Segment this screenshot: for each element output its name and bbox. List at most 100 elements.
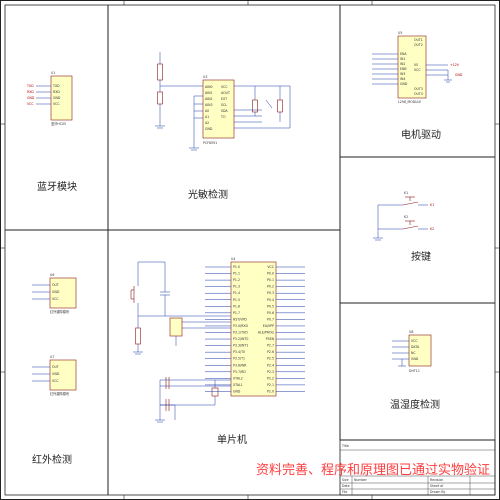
- bt-module-label: 蓝牙HC05: [51, 121, 66, 126]
- mcu-right-pin: P2.5: [267, 357, 274, 361]
- motor-driver-title: 电机驱动: [401, 128, 441, 141]
- motor-pin-l3: IN2: [400, 62, 405, 66]
- tb-number: Number: [354, 478, 367, 482]
- mcu-left-pin: P3.6/WR: [233, 363, 247, 367]
- motor-pin-l1: ENA: [400, 52, 407, 56]
- mcu-block: U4 P1.0P1.1P1.2P1.3P1.4P1.5P1.6P1.7RST/V…: [130, 257, 305, 446]
- mcu-right-pin: P2.6: [267, 350, 274, 354]
- mcu-right-pin: VCC: [267, 265, 274, 269]
- mcu-left-pin: GND: [233, 389, 241, 393]
- bt-pin-3: GND: [53, 96, 61, 100]
- motor-ic-label: L298_MODULE: [398, 100, 421, 104]
- mcu-right-pin: P0.4: [267, 298, 274, 302]
- bt-pin-2: RXD: [53, 90, 60, 94]
- light-ic-body: [202, 79, 235, 139]
- mcu-left-pin: P1.4: [233, 291, 240, 295]
- ir1-body: [49, 277, 77, 309]
- ir2-label: 红外避障模块: [50, 391, 70, 396]
- photo-resistor: [157, 91, 163, 105]
- bt-module-ref: U1: [51, 71, 55, 75]
- bt-net-1: TXD: [26, 84, 34, 88]
- mcu-right-pin: ALE/PROG: [258, 331, 275, 335]
- mcu-right-pin: P2.7: [267, 344, 274, 348]
- tb-drawn: Drawn By: [430, 490, 446, 494]
- tb-size: Size: [342, 478, 349, 482]
- light-pin-r1: VCC: [221, 85, 228, 89]
- mcu-right-pin: P0.1: [267, 278, 274, 282]
- mcu-body: [230, 261, 277, 397]
- mcu-right-pin: PSEN: [266, 337, 275, 341]
- motor-ic-body: [397, 35, 427, 99]
- reset-resistor: [135, 327, 141, 345]
- title-block: Title Size Number Revision Date Sheet of…: [339, 439, 496, 496]
- light-pin-l3: AIN2: [205, 97, 213, 101]
- keys-block: K1 K2 K1 K2 按键: [373, 191, 434, 263]
- light-pin-r6: TO: [220, 115, 226, 119]
- light-sensor-title: 光敏检测: [188, 188, 228, 201]
- temp-humidity-block: U8 VCC DATA NC GND DHT11 温湿度检测: [390, 330, 440, 411]
- mcu-left-pin: P1.5: [233, 298, 240, 302]
- mcu-left-pin: P3.2/INT0: [233, 337, 248, 341]
- mcu-left-pin: P3.5/T1: [233, 357, 245, 361]
- light-pin-r4: SCL: [221, 103, 227, 107]
- light-pin-r3: EXT: [221, 97, 227, 101]
- bt-net-3: GND: [27, 96, 35, 100]
- light-pin-l6: A1: [205, 115, 209, 119]
- motor-pin-r3: VS: [414, 63, 418, 67]
- key2-net: K2: [430, 227, 434, 231]
- mcu-right-pin: P2.0: [267, 389, 274, 393]
- mcu-left-pin: XTAL2: [233, 376, 243, 380]
- ir2-pin-1: OUT: [52, 365, 59, 369]
- ir1-ref: U6: [50, 273, 54, 277]
- mcu-right-pin: EA/VPP: [263, 324, 274, 328]
- key1-net: K1: [430, 203, 434, 207]
- ir1-label: 红外避障模块: [50, 309, 70, 314]
- mcu-left-pin: P1.7: [233, 311, 240, 315]
- motor-pin-l6: IN4: [400, 77, 405, 81]
- infrared-block: U6 OUT GND VCC 红外避障模块 U7 OUT GND VCC 红外避…: [32, 273, 77, 466]
- light-pin-r2: AOUT: [221, 91, 230, 95]
- light-sensor-block: U3 AIN0 AIN1 AIN2 AIN3 A0 A1 A2 GND VCC …: [155, 52, 291, 201]
- bt-pin-4: VCC: [53, 102, 60, 106]
- motor-pin-l2: IN1: [400, 57, 405, 61]
- light-pin-l7: A2: [205, 121, 209, 125]
- light-pin-r5: SDA: [221, 109, 228, 113]
- mcu-left-pin: P1.3: [233, 285, 240, 289]
- light-ic-label: PCF8591: [203, 141, 217, 145]
- tb-file: File: [342, 490, 347, 494]
- prog-header: [169, 317, 183, 337]
- mcu-left-pin: P3.0/RXD: [233, 324, 248, 328]
- mcu-left-pin: P1.6: [233, 304, 240, 308]
- dht-pin-3: NC: [411, 351, 416, 355]
- motor-pin-l5: IN3: [400, 72, 405, 76]
- light-resistor: [157, 63, 163, 81]
- motor-driver-block: U5 ENA IN1 IN2 ENB IN3 IN4 GND OUT1 OUT2…: [372, 31, 463, 141]
- keys-title: 按键: [411, 250, 431, 263]
- mcu-title: 单片机: [217, 433, 247, 446]
- light-pin-l4: AIN3: [205, 103, 213, 107]
- title-block-frame: [339, 439, 496, 496]
- mcu-left-pin: P3.1/TXD: [233, 331, 248, 335]
- infrared-title: 红外检测: [32, 453, 72, 466]
- motor-pin-r5: OUT3: [414, 87, 423, 91]
- light-pullup-2: [277, 99, 283, 113]
- temp-humidity-title: 温湿度检测: [390, 398, 440, 411]
- mcu-right-pin: P0.2: [267, 285, 274, 289]
- light-pin-l2: AIN1: [205, 91, 213, 95]
- inner-frame: [4, 4, 496, 496]
- motor-pin-r1: OUT1: [414, 38, 423, 42]
- motor-pin-r4: VCC: [414, 68, 421, 72]
- tb-sheet: Sheet of: [430, 484, 444, 488]
- mcu-right-pin: P0.6: [267, 311, 274, 315]
- light-pullup-1: [252, 99, 258, 113]
- mcu-left-pin: P1.0: [233, 265, 240, 269]
- tb-revision: Revision: [430, 478, 443, 482]
- motor-pin-r6: OUT4: [414, 92, 423, 96]
- motor-net-12v: +12V: [450, 63, 460, 67]
- mcu-left-pin: P1.2: [233, 278, 240, 282]
- dht-body: [408, 334, 432, 367]
- dht-pin-2: DATA: [411, 345, 420, 349]
- ir2-pin-2: GND: [52, 372, 60, 376]
- bluetooth-block: U1 TXD RXD GND VCC TXD RXD GND VCC 蓝牙HC0…: [26, 71, 77, 193]
